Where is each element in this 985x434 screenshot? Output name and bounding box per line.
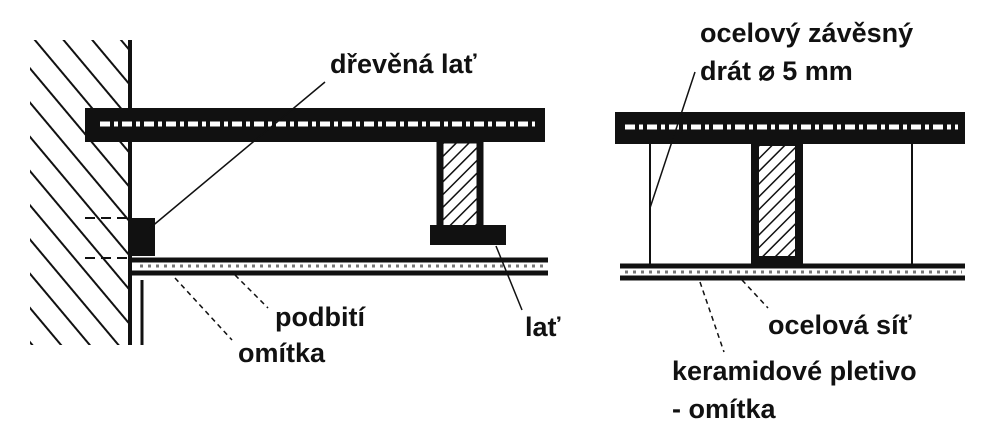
label-hanger-wire-line2: drát ⌀ 5 mm: [700, 56, 853, 86]
leader-ceramic-mesh: [699, 281, 725, 353]
label-hanger-wire-line1: ocelový závěsný: [700, 18, 913, 48]
right-detail: ocelový závěsný drát ⌀ 5 mm ocelová síť …: [615, 18, 965, 424]
label-steel-mesh: ocelová síť: [768, 310, 912, 340]
leader-soffit: [234, 274, 269, 309]
left-floor-slab: [85, 108, 545, 142]
leader-steel-mesh: [741, 279, 769, 309]
leader-wooden-batten: [149, 81, 326, 229]
label-plaster: omítka: [238, 338, 326, 368]
leader-plaster: [174, 277, 233, 341]
label-ceramic-mesh-line1: keramidové pletivo: [672, 356, 917, 386]
leader-batten: [495, 245, 523, 311]
concrete-beam: [751, 138, 803, 264]
wooden-batten: [131, 218, 155, 256]
steel-mesh-plaster: [620, 263, 965, 281]
left-detail: dřevěná lať podbití omítka lať: [30, 40, 561, 368]
label-soffit: podbití: [275, 302, 366, 332]
label-wooden-batten: dřevěná lať: [330, 49, 477, 79]
masonry-wall: [30, 40, 144, 345]
leader-hanger-wire: [649, 71, 696, 209]
label-ceramic-mesh-line2: - omítka: [672, 394, 777, 424]
timber-beam: [430, 136, 506, 245]
soffit-board: [132, 257, 548, 276]
label-batten: lať: [525, 312, 561, 342]
